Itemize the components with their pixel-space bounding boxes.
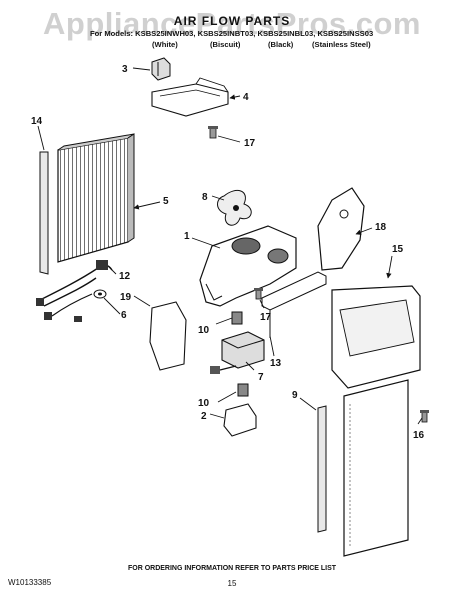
callout-10-lower: 10 [198,398,210,409]
callout-8: 8 [202,192,208,203]
part-12-harness [36,260,113,322]
callout-2: 2 [201,411,207,422]
part-17-screw-top [208,126,218,139]
callout-3: 3 [122,64,128,75]
callout-10-upper: 10 [198,325,210,336]
page-number: 15 [227,579,237,588]
models-line: For Models: KSBS25INWH03, KSBS25INBT03, … [90,29,374,38]
part-15-rear-cover [331,285,421,557]
part-8-fan-blade [217,189,252,226]
ordering-note: FOR ORDERING INFORMATION REFER TO PARTS … [127,565,337,572]
part-5-condenser [57,133,135,263]
callout-16: 16 [413,430,425,441]
part-19-panel [149,301,187,371]
page-title: AIR FLOW PARTS [173,14,291,28]
part-18-duct [317,187,365,271]
part-7-motor [210,331,265,374]
part-13-rail [261,271,327,338]
callout-7: 7 [258,372,264,383]
part-3-clip [151,57,171,81]
callout-15: 15 [392,244,404,255]
callout-1: 1 [184,231,190,242]
doc-number: W10133385 [8,578,52,587]
part-9-strip [317,405,327,533]
callout-labels: 3 4 17 14 5 8 1 18 15 12 19 6 10 17 13 7… [31,64,425,441]
callout-13: 13 [270,358,282,369]
callout-4: 4 [243,92,249,103]
callout-6: 6 [121,310,127,321]
callout-18: 18 [375,222,387,233]
variant-biscuit: (Biscuit) [210,40,241,49]
part-14-strip [39,151,49,275]
callout-14: 14 [31,116,43,127]
variant-stainless: (Stainless Steel) [312,40,371,49]
leader-lines [37,67,423,425]
callout-19: 19 [120,292,132,303]
variant-black: (Black) [268,40,294,49]
callout-9: 9 [292,390,298,401]
watermark-logo: AppliancePartsPros.com [43,6,421,41]
part-10-grommet-upper [231,311,243,325]
variant-white: (White) [152,40,178,49]
callout-17-lower: 17 [260,312,272,323]
part-1-fan-housing [199,225,297,307]
callout-5: 5 [163,196,169,207]
part-6-grommet [93,289,107,299]
part-2-bracket [223,403,257,437]
part-17-screw-lower [254,288,263,300]
callout-12: 12 [119,271,131,282]
part-16-screw [420,410,429,423]
callout-17-top: 17 [244,138,256,149]
part-4-shroud [151,77,229,117]
part-10-grommet-lower [237,383,249,397]
